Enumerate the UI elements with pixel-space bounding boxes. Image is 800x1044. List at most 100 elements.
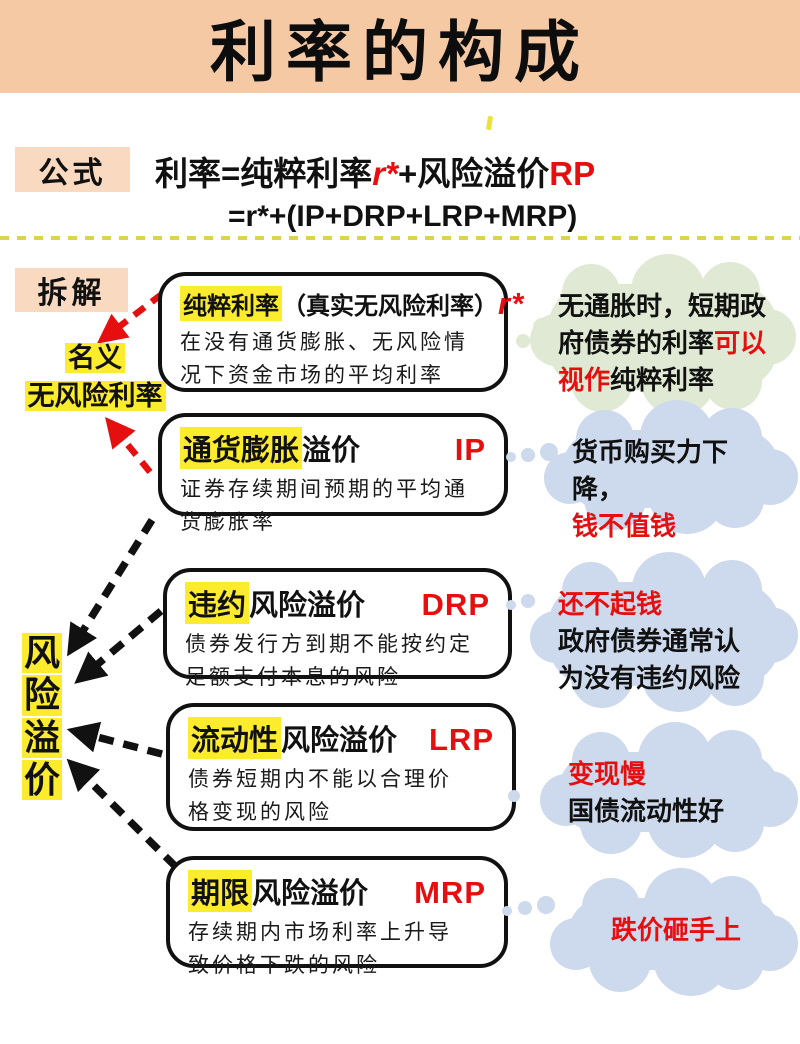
cloud-text: 无通胀时，短期政 府债券的利率可以 视作纯粹利率: [548, 284, 778, 399]
box-title-highlight: 纯粹利率: [180, 286, 282, 321]
box-title-rest: 风险溢价: [249, 590, 366, 622]
cloud-line: 跌价砸手上: [578, 912, 774, 949]
box-description-line: 证券存续期间预期的平均通: [180, 477, 468, 501]
box-description-line: 况下资金市场的平均利率: [180, 362, 444, 387]
box-description-line: 债券短期内不能以合理价: [188, 767, 452, 791]
cloud-bump: [630, 254, 705, 328]
black-dashed-arrow-drp-to-risk: [74, 608, 164, 684]
breakdown-label: 拆解: [15, 268, 128, 312]
box-title: 纯粹利率（真实无风险利率）r*: [180, 286, 523, 322]
thought-dot: [537, 896, 555, 914]
cloud-segment: 还不起钱: [558, 589, 663, 619]
thought-dot: [533, 318, 551, 336]
formula-line-1: 利率=纯粹利率r*+风险溢价RP: [155, 147, 595, 195]
box-title-rest: 溢价: [302, 435, 361, 467]
cloud-bump: [571, 646, 634, 708]
thought-dot: [540, 443, 558, 461]
risk-premium-label: 风 险 溢 价: [22, 632, 63, 802]
thought-dot: [506, 452, 516, 462]
cloud-line: 为没有违约风险: [558, 660, 774, 697]
box-title-rest: 风险溢价: [281, 725, 398, 757]
risk-premium-char: 价: [22, 758, 63, 801]
cloud-bump: [700, 262, 760, 322]
cloud-line: 货币购买力下降，: [572, 434, 774, 508]
box-title-rest: 风险溢价: [252, 878, 369, 910]
cloud-bump: [562, 562, 620, 620]
nominal-risk-free-label: 名义 无风险利率: [20, 340, 170, 416]
box-title: 违约风险溢价 DRP: [185, 582, 490, 624]
inflation-note-cloud: 货币购买力下降， 钱不值钱: [544, 400, 798, 541]
formula-term-r-star: r*: [372, 155, 398, 192]
cloud-segment: 钱不值钱: [572, 510, 677, 541]
cloud-bump: [702, 560, 762, 620]
box-description: 证券存续期间预期的平均通 货膨胀率: [180, 473, 486, 538]
formula-label: 公式: [15, 147, 130, 192]
black-dashed-arrow-mrp-to-risk: [66, 758, 179, 870]
title-bar: 利率的构成: [0, 0, 800, 93]
cloud-segment: 府债券的利率: [558, 327, 715, 358]
thought-dot: [516, 334, 530, 348]
cloud-bump: [742, 448, 798, 505]
cloud-text: 还不起钱 政府债券通常认 为没有违约风险: [548, 582, 780, 697]
box-description-line: 格变现的风险: [188, 799, 332, 824]
thought-dot: [502, 906, 512, 916]
cloud-bump: [640, 636, 717, 712]
cloud-bump: [742, 771, 798, 828]
nominal-label-line1: 名义: [65, 343, 125, 373]
formula-term: 利率=纯粹利率: [155, 155, 373, 192]
box-code-drp: DRP: [421, 587, 490, 622]
default-note-cloud: 还不起钱 政府债券通常认 为没有违约风险: [530, 552, 798, 712]
maturity-note-cloud: 跌价砸手上: [550, 868, 798, 996]
cloud-bump: [562, 264, 620, 322]
thought-dot: [521, 448, 535, 462]
cloud-bump: [742, 606, 798, 663]
box-description: 债券发行方到期不能按约定 足额支付本息的风险: [185, 628, 490, 693]
box-code-r-star: r*: [498, 286, 525, 321]
liquidity-note-cloud: 变现慢 国债流动性好: [540, 722, 798, 858]
thought-dot: [518, 901, 532, 915]
cloud-line: 视作纯粹利率: [558, 362, 772, 399]
cloud-bump: [704, 352, 762, 410]
box-title-highlight: 违约: [185, 582, 250, 624]
box-code-mrp: MRP: [414, 875, 486, 910]
risk-premium-char: 风: [22, 632, 63, 674]
cloud-text: 变现慢 国债流动性好: [558, 752, 780, 830]
cloud-segment: 纯粹利率: [610, 364, 715, 395]
formula-term-rp: RP: [549, 155, 596, 192]
cloud-line: 府债券的利率可以: [558, 325, 772, 362]
box-description: 在没有通货膨胀、无风险情 况下资金市场的平均利率: [180, 326, 486, 391]
cloud-segment: 无通胀时，短期政: [558, 291, 767, 321]
cloud-bump: [742, 915, 798, 972]
nominal-label-line2: 无风险利率: [24, 380, 166, 411]
page-title: 利率的构成: [210, 16, 590, 90]
cloud-line: 钱不值钱: [572, 508, 774, 545]
formula-term: +风险溢价: [397, 155, 550, 192]
box-description-line: 债券发行方到期不能按约定: [185, 632, 473, 656]
cloud-segment: 视作: [558, 364, 611, 395]
box-description-line: 在没有通货膨胀、无风险情: [180, 330, 468, 354]
box-description-line: 货膨胀率: [180, 509, 276, 534]
box-code-ip: IP: [454, 432, 486, 467]
pure-rate-note-cloud: 无通胀时，短期政 府债券的利率可以 视作纯粹利率: [530, 254, 796, 416]
box-description: 债券短期内不能以合理价 格变现的风险: [188, 763, 494, 828]
red-dashed-arrow-ip-to-nominal: [105, 416, 153, 475]
risk-premium-char: 溢: [22, 716, 63, 758]
pure-rate-box: 纯粹利率（真实无风险利率）r* 在没有通货膨胀、无风险情 况下资金市场的平均利率: [158, 272, 523, 392]
cloud-bump: [571, 350, 633, 412]
cloud-segment: 变现慢: [568, 759, 647, 789]
cloud-line: 无通胀时，短期政: [558, 288, 772, 325]
cloud-segment: 跌价砸手上: [610, 915, 741, 945]
cloud-bump: [540, 774, 592, 827]
black-dashed-arrow-lrp-to-risk: [66, 721, 163, 758]
yellow-tick-decoration: [485, 115, 494, 131]
thought-dot: [521, 594, 535, 608]
risk-premium-char: 险: [22, 674, 63, 716]
cloud-segment: 国债流动性好: [568, 795, 725, 826]
